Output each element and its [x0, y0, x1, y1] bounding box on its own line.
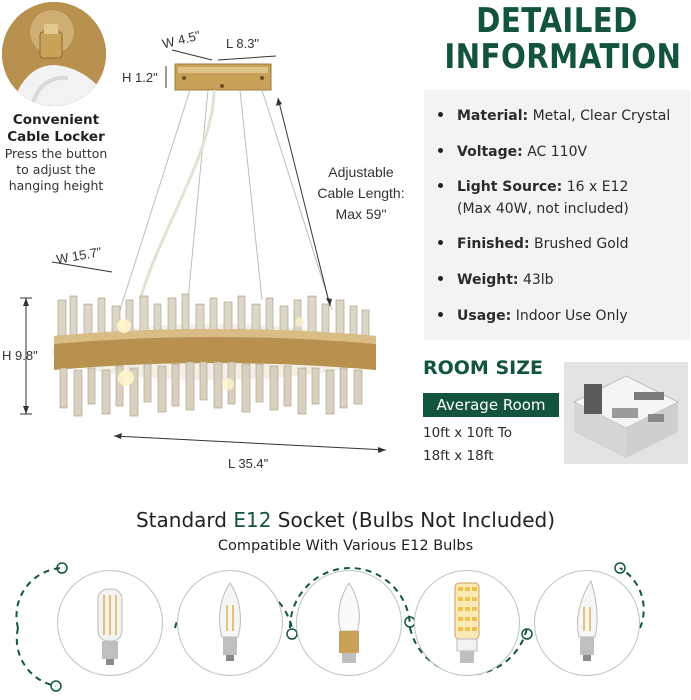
details-heading-line1: DETAILED — [476, 1, 638, 41]
cable-length-line: Max 59" — [335, 206, 387, 222]
corn-bulb-icon — [454, 582, 480, 663]
spec-light-source-note: (Max 40W, not included) — [457, 201, 629, 217]
callout-desc-line: Press the button — [4, 146, 108, 161]
cable-length-label: Adjustable Cable Length: Max 59" — [306, 162, 416, 225]
canopy-height-label: H 1.2" — [122, 70, 158, 85]
bulb-option-led-candle — [296, 570, 402, 676]
socket-subtitle: Compatible With Various E12 Bulbs — [217, 538, 474, 554]
callout-description: Press the button to adjust the hanging h… — [0, 146, 112, 194]
chandelier-illustration — [20, 49, 387, 453]
spec-usage: Usage: Indoor Use Only — [438, 308, 628, 324]
crystal-body — [52, 293, 376, 417]
spec-light-source: Light Source: 16 x E12 — [438, 179, 628, 195]
spec-material: Material: Metal, Clear Crystal — [438, 108, 670, 124]
led-candle-bulb-icon — [338, 582, 360, 663]
cable-locker-closeup — [2, 2, 106, 106]
specs-panel: Material: Metal, Clear Crystal Voltage: … — [424, 90, 690, 340]
details-heading-line2: INFORMATION — [444, 37, 682, 77]
flame-tip-bulb-icon — [577, 579, 598, 661]
spec-finished: Finished: Brushed Gold — [438, 236, 629, 252]
tubular-bulb-icon — [97, 588, 123, 665]
body-length-label: L 35.4" — [228, 456, 269, 471]
cable-length-line: Adjustable — [328, 164, 394, 180]
callout-title: Convenient Cable Locker — [0, 112, 112, 146]
callout-desc-line: to adjust the — [16, 162, 96, 177]
body-height-label: H 9.8" — [2, 348, 38, 363]
candle-bulb-icon — [219, 582, 241, 661]
callout-desc-line: hanging height — [8, 178, 104, 193]
room-size-line: 18ft x 18ft — [423, 448, 494, 464]
room-size-dimensions: 10ft x 10ft To 18ft x 18ft — [423, 422, 512, 468]
spec-weight: Weight: 43lb — [438, 272, 554, 288]
bulb-option-tubular — [57, 570, 163, 676]
bulb-option-candle — [177, 570, 283, 676]
room-illustration — [564, 362, 688, 464]
callout-title-line: Cable Locker — [7, 129, 105, 145]
room-size-line: 10ft x 10ft To — [423, 425, 513, 441]
cable-length-line: Cable Length: — [317, 185, 405, 201]
canopy-length-label: L 8.3" — [226, 36, 260, 51]
spec-voltage: Voltage: AC 110V — [438, 144, 587, 160]
socket-title: Standard E12 Socket (Bulbs Not Included) — [135, 508, 556, 532]
bulb-option-corn — [414, 570, 520, 676]
room-size-title: ROOM SIZE — [423, 357, 543, 379]
room-size-badge: Average Room — [423, 393, 559, 417]
callout-title-line: Convenient — [12, 112, 100, 128]
bulb-option-flame-tip — [534, 570, 640, 676]
